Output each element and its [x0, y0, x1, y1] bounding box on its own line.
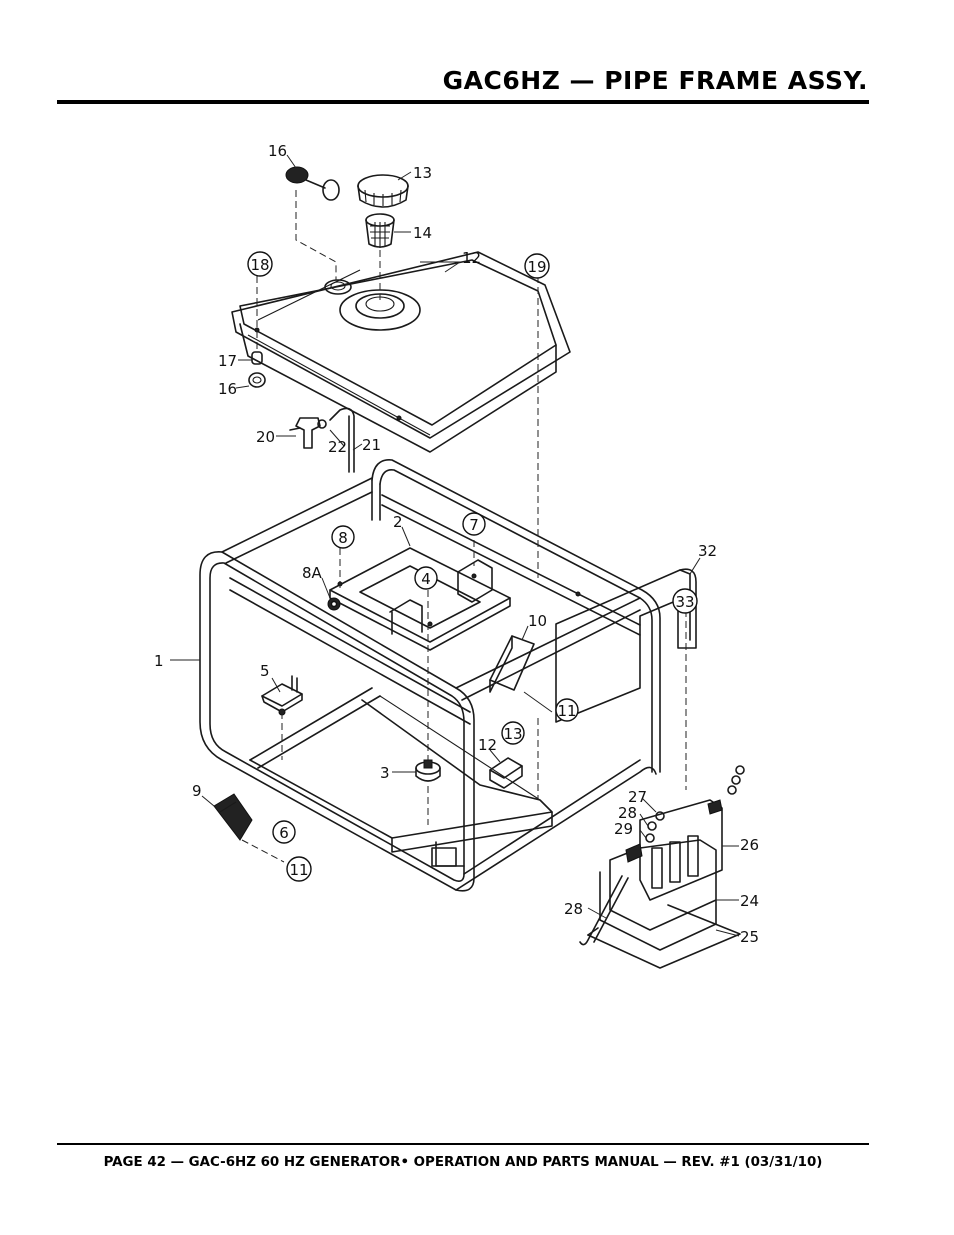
callout-6: 6: [279, 824, 289, 842]
callout-27: 26: [740, 836, 759, 854]
callout-14: 12: [462, 249, 481, 267]
fuel-strainer: [365, 213, 395, 248]
callout-labels: 16 13 14 12 17 16 20 22 21 2 8A 1 5 10 1…: [154, 142, 759, 946]
callout-circle-21: [524, 253, 550, 279]
callout-8: 8: [338, 529, 348, 547]
callout-13: 13: [503, 725, 522, 743]
tank-bushings: [248, 351, 266, 388]
vibration-mount-5: [261, 675, 303, 716]
callout-20: 18: [250, 256, 269, 274]
callout-circle-20: [247, 251, 273, 277]
callout-circle-8: [331, 525, 355, 549]
callout-24: 22: [328, 438, 347, 456]
fuel-cock: [289, 417, 327, 449]
callout-21: 19: [527, 258, 546, 276]
callout-circle-6: [272, 820, 296, 844]
callout-circle-7: [462, 512, 486, 536]
bracket-10: [489, 635, 535, 693]
circled-callouts: 18 19 8 7 4 33 11 13 6 11: [247, 251, 698, 882]
callout-33: 33: [675, 593, 694, 611]
callout-22: 20: [256, 428, 275, 446]
callout-3: 3: [380, 764, 390, 782]
callout-10: 10: [528, 612, 547, 630]
vibration-mount-3: [415, 759, 441, 782]
fuel-cap: [357, 174, 409, 208]
callout-circle-11a: [555, 698, 579, 722]
callout-31: 29: [614, 820, 633, 838]
callout-7: 7: [469, 516, 479, 534]
callout-1: 1: [154, 652, 164, 670]
callout-9: 9: [192, 782, 202, 800]
callout-2: 2: [393, 513, 403, 531]
callout-32: 32: [698, 542, 717, 560]
callout-circle-4: [414, 566, 438, 590]
callout-23: 21: [362, 436, 381, 454]
callout-25: 24: [740, 892, 759, 910]
pipe-frame: [199, 459, 661, 892]
bracket-12: [489, 757, 523, 789]
fuel-hose: [329, 407, 355, 473]
bracket-9: [213, 793, 253, 841]
fuel-gauge: [285, 166, 340, 201]
callout-12: 12: [478, 736, 497, 754]
callout-circle-13: [501, 721, 525, 745]
page-title: GAC6HZ — PIPE FRAME ASSY.: [442, 66, 868, 95]
footer-rule: [57, 1143, 869, 1145]
fuel-tank: [231, 251, 571, 453]
callout-4: 4: [421, 570, 431, 588]
nut-8a: [327, 597, 341, 611]
callout-circle-33: [672, 588, 698, 614]
callout-28: 28: [564, 900, 583, 918]
callout-15: 13: [413, 164, 432, 182]
callout-29: 27: [628, 788, 647, 806]
header-rule: [57, 100, 869, 104]
page-footer: PAGE 42 — GAC-6HZ 60 HZ GENERATOR• OPERA…: [103, 1155, 823, 1170]
callout-26: 25: [740, 928, 759, 946]
callout-19: 17: [218, 352, 237, 370]
battery-assembly: [579, 799, 741, 969]
callout-circle-11b: [286, 856, 312, 882]
callout-16: 14: [413, 224, 432, 242]
engine-mount-plate: [329, 547, 511, 651]
callout-30: 28: [618, 804, 637, 822]
callout-5: 5: [260, 662, 270, 680]
callout-18: 16: [218, 380, 237, 398]
callout-11b: 11: [289, 861, 308, 879]
callout-8a: 8A: [302, 564, 323, 582]
callout-11a: 11: [557, 702, 576, 720]
terminal-hardware: [645, 765, 745, 843]
callout-17: 16: [268, 142, 287, 160]
